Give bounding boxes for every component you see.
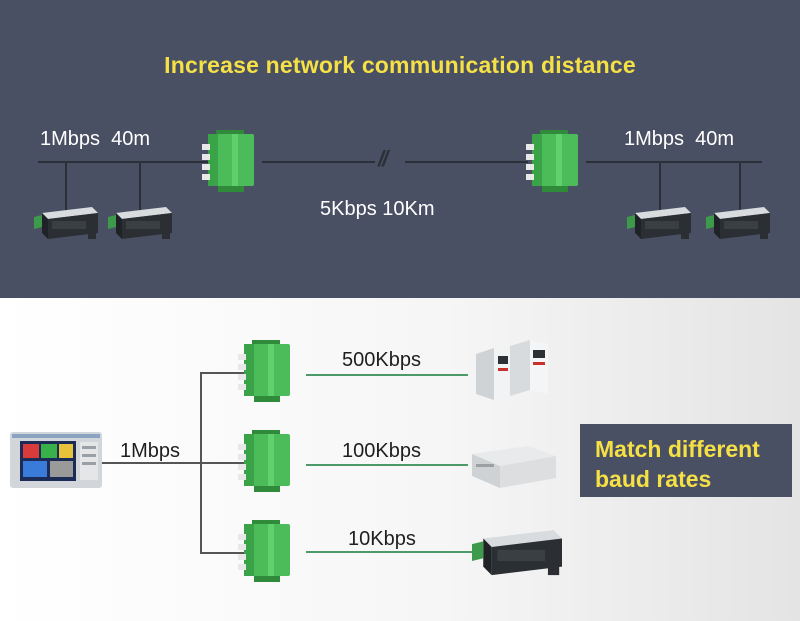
can-adapter-icon xyxy=(108,207,172,241)
hmi-trunk-line xyxy=(102,462,202,464)
branch-line-1 xyxy=(200,372,244,374)
hmi-panel-icon xyxy=(10,432,102,488)
left-drop-line-2 xyxy=(139,161,141,213)
can-adapter-icon xyxy=(706,207,770,241)
right-drop-line-1 xyxy=(659,161,661,213)
trunk-line-right xyxy=(405,161,528,163)
trunk-baud-label: 1Mbps xyxy=(120,440,181,462)
middle-segment-label: 5Kbps 10Km xyxy=(320,198,435,220)
branch-line-3 xyxy=(200,552,244,554)
output-line-2 xyxy=(306,464,468,466)
green-repeater-icon xyxy=(202,130,262,192)
top-panel-title: Increase network communication distance xyxy=(164,52,636,78)
green-repeater-icon xyxy=(238,340,298,402)
can-adapter-icon xyxy=(472,530,562,578)
branch-line-2 xyxy=(200,462,244,464)
branch-baud-label-2: 100Kbps xyxy=(342,440,421,462)
left-drop-line-1 xyxy=(65,161,67,213)
trunk-line-left xyxy=(262,161,375,163)
right-segment-label: 1Mbps 40m xyxy=(624,128,735,150)
baud-rate-callout: Match different baud rates xyxy=(580,424,792,497)
branch-baud-label-1: 500Kbps xyxy=(342,349,421,371)
output-line-1 xyxy=(306,374,468,376)
line-break-symbol: // xyxy=(378,146,388,171)
network-box-icon xyxy=(472,438,556,490)
output-line-3 xyxy=(306,551,472,553)
green-repeater-icon xyxy=(238,520,298,582)
right-bus-line xyxy=(586,161,762,163)
servo-drive-icon xyxy=(474,340,550,402)
green-repeater-icon xyxy=(526,130,586,192)
green-repeater-icon xyxy=(238,430,298,492)
branch-baud-label-3: 10Kbps xyxy=(348,528,416,550)
right-drop-line-2 xyxy=(739,161,741,213)
can-adapter-icon xyxy=(627,207,691,241)
callout-line-2: baud rates xyxy=(595,466,712,492)
can-adapter-icon xyxy=(34,207,98,241)
left-bus-line xyxy=(38,161,210,163)
left-segment-label: 1Mbps 40m xyxy=(40,128,151,150)
callout-line-1: Match different xyxy=(595,436,760,462)
top-panel xyxy=(0,0,800,298)
